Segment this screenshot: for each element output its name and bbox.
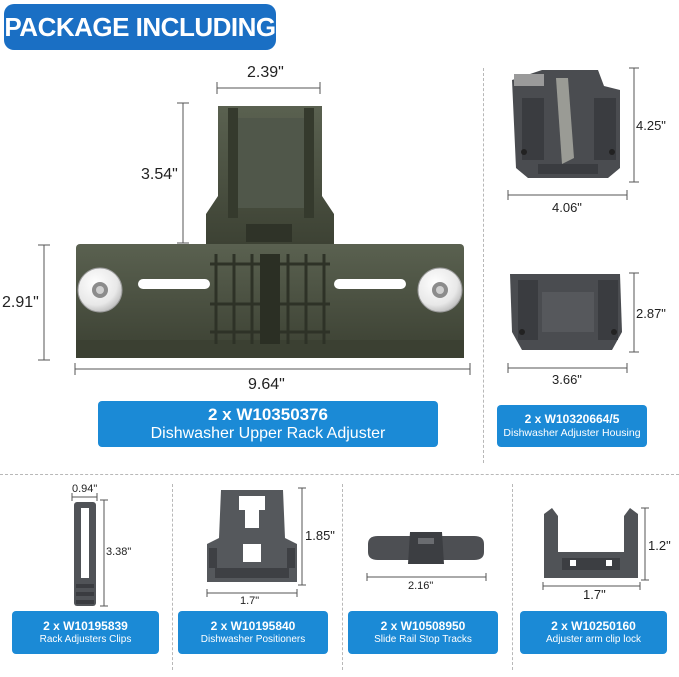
divider-vertical-top [483, 68, 484, 463]
rack-adjuster-clip-image [74, 502, 96, 606]
divider-vertical-bottom-1 [172, 484, 173, 670]
divider-vertical-bottom-2 [342, 484, 343, 670]
adjuster-housing-bottom-image [510, 274, 622, 350]
dishwasher-positioner-image [207, 490, 297, 582]
clip-lock-height: 1.2" [648, 538, 671, 553]
upper-rack-adjuster-desc: Dishwasher Upper Rack Adjuster [150, 424, 386, 442]
upper-rack-adjuster-qty: 2 x W10350376 [207, 405, 329, 425]
adjuster-housing-qty: 2 x W10320664/5 [524, 412, 620, 427]
clip-height: 3.38" [106, 546, 132, 558]
slide-rail-stop-tracks-label: 2 x W10508950 Slide Rail Stop Tracks [348, 611, 498, 654]
housing-top-height: 4.25" [636, 118, 666, 133]
rack-adjuster-clips-label: 2 x W10195839 Rack Adjusters Clips [12, 611, 159, 654]
clip-lock-width: 1.7" [583, 587, 606, 602]
adjuster-arm-clip-lock-qty: 2 x W10250160 [551, 618, 636, 633]
adjuster-housing-label: 2 x W10320664/5 Dishwasher Adjuster Hous… [497, 405, 647, 447]
clip-width: 0.94" [72, 483, 98, 495]
divider-horizontal [0, 474, 679, 475]
dim-lower-height: 2.91" [2, 294, 39, 311]
dim-upper-height: 3.54" [141, 166, 178, 183]
dishwasher-positioners-label: 2 x W10195840 Dishwasher Positioners [178, 611, 328, 654]
positioner-width: 1.7" [240, 595, 260, 607]
package-including-heading: PACKAGE INCLUDING [4, 4, 276, 50]
housing-bottom-height: 2.87" [636, 306, 666, 321]
rack-adjuster-clips-qty: 2 x W10195839 [43, 618, 128, 633]
housing-bottom-width: 3.66" [552, 372, 582, 387]
dishwasher-positioners-qty: 2 x W10195840 [210, 618, 296, 633]
adjuster-arm-clip-lock-image [544, 508, 638, 578]
slide-rail-stop-track-image [368, 532, 484, 564]
slide-rail-stop-tracks-qty: 2 x W10508950 [380, 618, 466, 633]
housing-top-width: 4.06" [552, 200, 582, 215]
dim-total-width: 9.64" [248, 376, 285, 393]
dim-top-width: 2.39" [247, 64, 284, 81]
adjuster-housing-desc: Dishwasher Adjuster Housing [503, 426, 641, 439]
adjuster-arm-clip-lock-label: 2 x W10250160 Adjuster arm clip lock [520, 611, 667, 654]
stop-track-width: 2.16" [408, 580, 434, 592]
adjuster-housing-top-image [512, 70, 620, 178]
slide-rail-stop-tracks-desc: Slide Rail Stop Tracks [374, 633, 472, 645]
rack-adjuster-clips-desc: Rack Adjusters Clips [39, 633, 132, 645]
upper-rack-adjuster-label: 2 x W10350376 Dishwasher Upper Rack Adju… [98, 401, 438, 447]
dishwasher-positioners-desc: Dishwasher Positioners [200, 633, 306, 645]
upper-rack-adjuster-image [76, 106, 464, 358]
positioner-height: 1.85" [305, 528, 335, 543]
divider-vertical-bottom-3 [512, 484, 513, 670]
adjuster-arm-clip-lock-desc: Adjuster arm clip lock [545, 633, 642, 645]
